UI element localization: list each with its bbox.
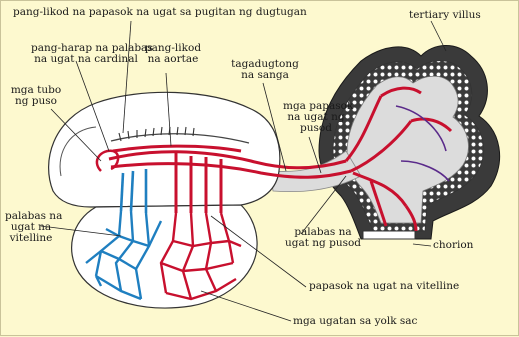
label-top-vessels: pang-likod na papasok na ugat sa pugitan… — [13, 7, 307, 18]
label-vitelline-artery: papasok na ugat na vitelline — [309, 281, 459, 292]
label-umbilical-vein-line2: ugat ng pusod — [283, 238, 363, 249]
label-vitelline-vein-line3: vitelline — [5, 233, 57, 244]
label-tertiary-villus: tertiary villus — [409, 10, 481, 21]
label-heart-tubes: mga tubo ng puso — [9, 85, 63, 107]
label-vitelline-vein: palabas na ugat na vitelline — [5, 211, 57, 244]
label-umbilical-vein: palabas na ugat ng pusod — [283, 227, 363, 249]
label-heart-tubes-line2: ng puso — [9, 96, 63, 107]
label-dorsal-aorta: pang-likod na aortae — [141, 43, 205, 65]
embryo-body — [49, 92, 280, 207]
label-anterior-cardinal: pang-harap na palabas na ugat na cardina… — [31, 43, 141, 65]
label-umbilical-artery-line3: pusod — [283, 123, 349, 134]
label-connecting-branch: tagadugtong na sanga — [229, 59, 301, 81]
label-yolk-sac-vessels: mga ugatan sa yolk sac — [293, 316, 417, 327]
label-umbilical-artery: mga papasok na ugat ng pusod — [283, 101, 349, 134]
label-dorsal-aorta-line2: na aortae — [141, 54, 205, 65]
chorion-plate — [363, 231, 415, 239]
label-anterior-cardinal-line2: na ugat na cardinal — [31, 54, 141, 65]
label-connecting-branch-line2: na sanga — [229, 70, 301, 81]
label-chorion: chorion — [433, 240, 473, 251]
